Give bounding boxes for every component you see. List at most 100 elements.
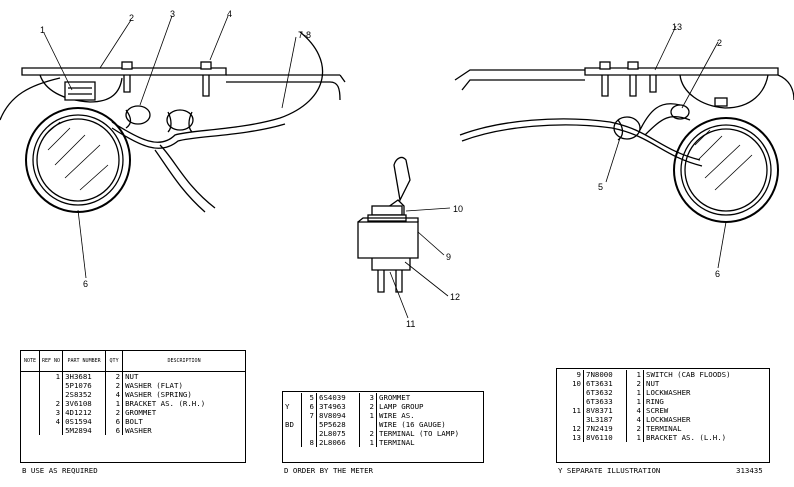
callout-3: 3 — [170, 9, 175, 19]
cell-note — [21, 426, 40, 435]
cell-part: 8V6110 — [583, 433, 627, 442]
cell-desc: TERMINAL — [376, 438, 483, 447]
cell-desc: NUT — [122, 371, 245, 381]
cell-qty: 2 — [626, 379, 644, 388]
parts-table-left-frame: NOTE REF NO PART NUMBER QTY DESCRIPTION … — [20, 350, 246, 463]
cell-desc: SCREW — [643, 406, 769, 415]
switch-assembly — [357, 156, 451, 319]
footnote-b: B USE AS REQUIRED — [22, 466, 98, 475]
cell-desc: WASHER (FLAT) — [122, 381, 245, 390]
cell-ref: 13 — [572, 433, 581, 442]
cell-desc: WASHER — [122, 426, 245, 435]
cell-qty: 4 — [626, 406, 644, 415]
cell-part: 5M2894 — [62, 426, 106, 435]
cell-note — [283, 438, 302, 447]
callout-12: 12 — [450, 292, 460, 302]
callout-6-left: 6 — [83, 279, 88, 289]
cell-qty: 2 — [359, 429, 377, 438]
cell-desc: BOLT — [122, 417, 245, 426]
cell-ref: 11 — [572, 406, 581, 415]
cell-desc: SWITCH (CAB FLOODS) — [643, 370, 769, 379]
cell-part: 6T3631 — [583, 379, 627, 388]
cell-qty: 1 — [626, 370, 644, 379]
cell-qty: 1 — [359, 438, 377, 447]
cell-note — [21, 399, 40, 408]
cell-qty: 2 — [626, 424, 644, 433]
cell-qty: 2 — [105, 381, 123, 390]
cell-note — [21, 381, 40, 390]
cell-desc: LOCKWASHER — [643, 415, 769, 424]
left-lamp-assembly — [0, 15, 346, 279]
header-note: NOTE — [21, 351, 40, 372]
cell-qty: 1 — [626, 388, 644, 397]
footnote-d: D ORDER BY THE METER — [284, 466, 373, 475]
cell-ref: 3 — [38, 408, 63, 417]
cell-part: 4D1212 — [62, 408, 106, 417]
callout-10: 10 — [453, 204, 463, 214]
cell-part: 2L8075 — [316, 429, 360, 438]
cell-part: 6T3632 — [583, 388, 627, 397]
cell-desc: BRACKET AS. (L.H.) — [643, 433, 769, 442]
cell-ref: 6 — [301, 402, 317, 411]
cell-ref — [557, 397, 584, 406]
callout-6-right: 6 — [715, 269, 720, 279]
cell-note — [283, 411, 302, 420]
cell-qty: 1 — [626, 397, 644, 406]
cell-ref: 5 — [301, 393, 317, 402]
cell-part: 3L3187 — [583, 415, 627, 424]
cell-ref: 12 — [572, 424, 581, 433]
cell-part: 8V8094 — [316, 411, 360, 420]
cell-ref: 2 — [38, 399, 63, 408]
cell-qty: 1 — [105, 399, 123, 408]
cell-desc: LOCKWASHER — [643, 388, 769, 397]
cell-part: 6S4039 — [316, 393, 360, 402]
cell-qty: 2 — [105, 408, 123, 417]
cell-part: 3V6108 — [62, 399, 106, 408]
cell-qty: 2 — [359, 402, 377, 411]
cell-part: 8V8371 — [583, 406, 627, 415]
cell-note: BD — [285, 420, 294, 429]
cell-qty: 6 — [105, 417, 123, 426]
parts-table-left: NOTE REF NO PART NUMBER QTY DESCRIPTION … — [21, 351, 245, 435]
cell-part: 0S1594 — [62, 417, 106, 426]
cell-desc: WIRE AS. — [376, 411, 483, 420]
cell-desc: TERMINAL (TO LAMP) — [376, 429, 483, 438]
table-header-row: NOTE REF NO PART NUMBER QTY DESCRIPTION — [21, 351, 245, 372]
cell-desc: WIRE (16 GAUGE) — [376, 420, 483, 429]
cell-ref — [557, 415, 584, 424]
cell-part: 7N8000 — [583, 370, 627, 379]
cell-ref — [38, 381, 63, 390]
callout-5: 5 — [598, 182, 603, 192]
cell-qty: 2 — [105, 371, 123, 381]
callout-2: 2 — [129, 13, 134, 23]
header-ref: REF NO — [38, 351, 63, 372]
cell-ref: 4 — [38, 417, 63, 426]
cell-desc: LAMP GROUP — [376, 402, 483, 411]
cell-part: 5P5628 — [316, 420, 360, 429]
cell-desc: TERMINAL — [643, 424, 769, 433]
cell-ref: 7 — [301, 411, 317, 420]
cell-part: 2S8352 — [62, 390, 106, 399]
callout-13: 13 — [672, 22, 682, 32]
cell-qty: 1 — [359, 411, 377, 420]
callout-1: 1 — [40, 25, 45, 35]
cell-ref — [557, 388, 584, 397]
cell-ref — [301, 420, 317, 429]
cell-ref: 1 — [38, 371, 63, 381]
cell-qty: 3 — [359, 393, 377, 402]
